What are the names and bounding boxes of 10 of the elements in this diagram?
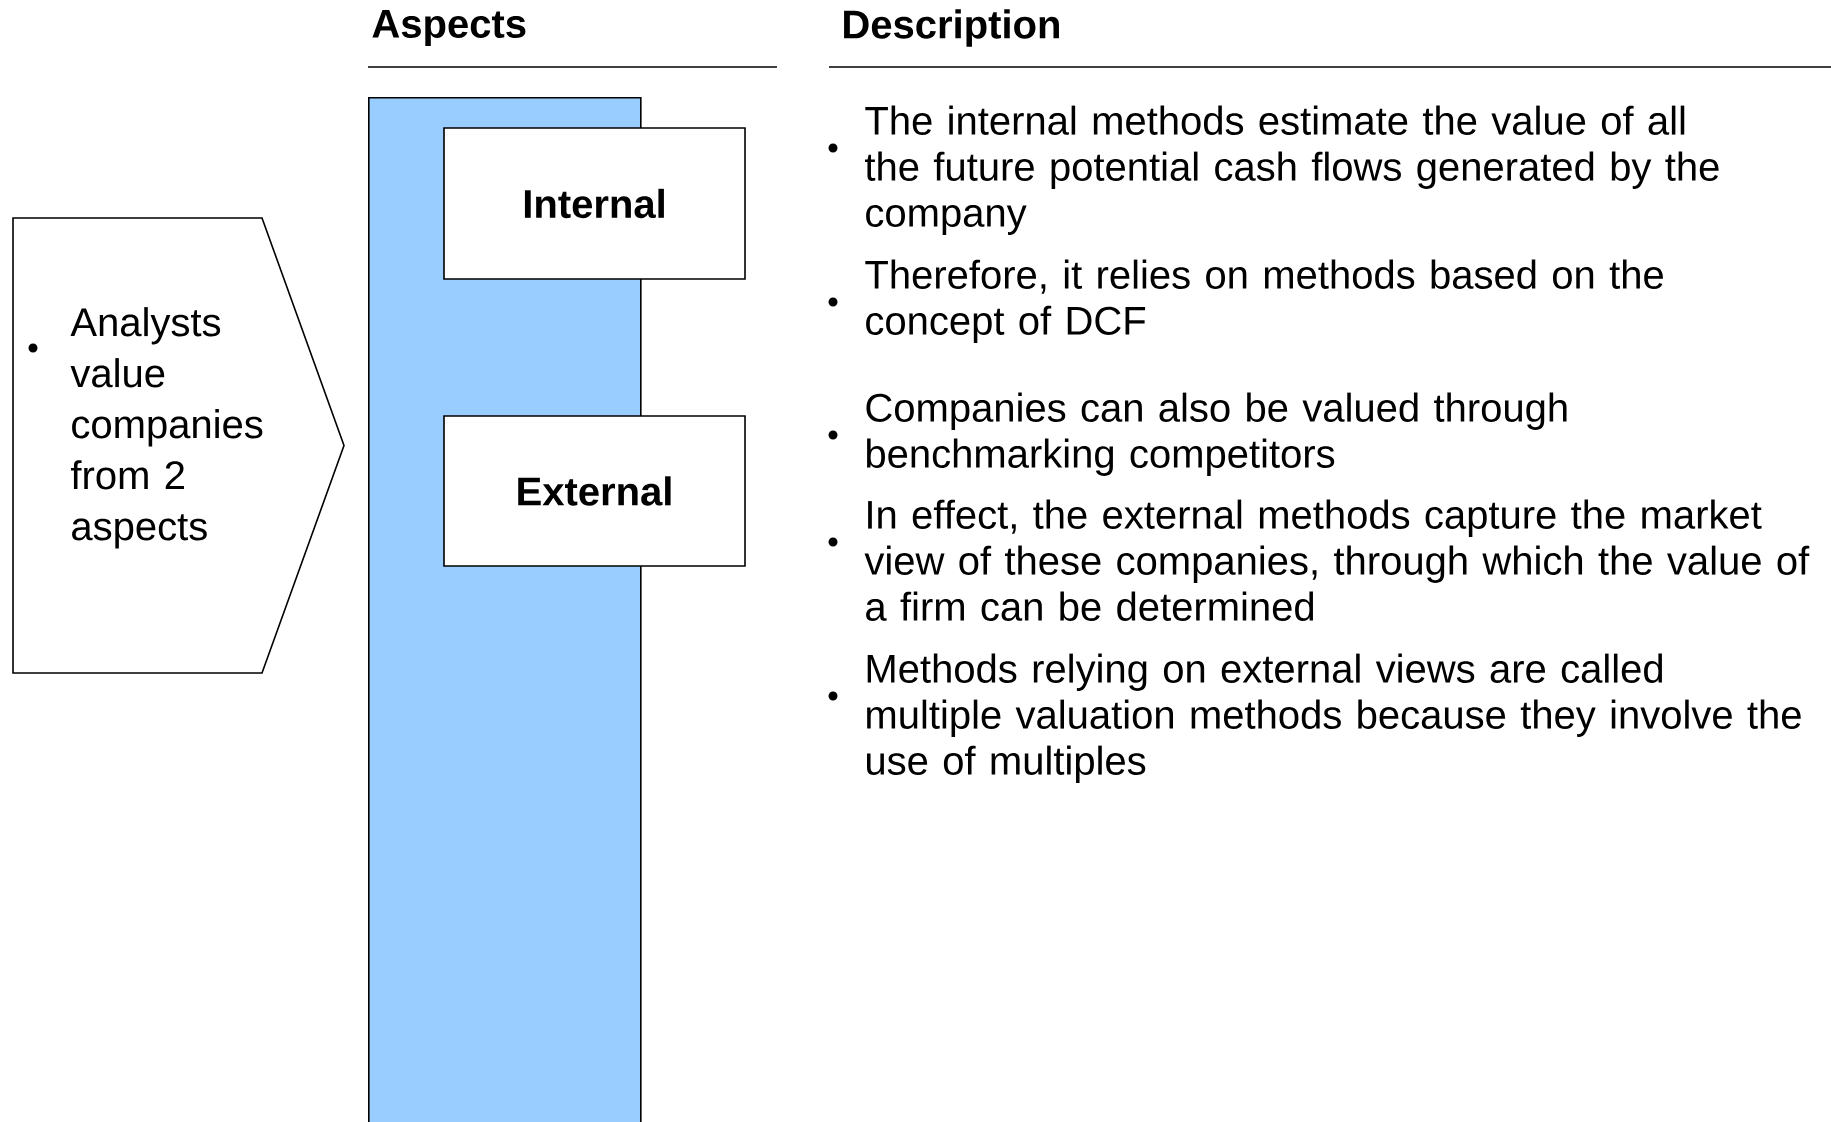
description-text: Methods relying on external views are called multiple valuation methods because they involve the use of multiples [867,653,1801,783]
aspect-box: External [443,415,746,567]
aspect-box: Internal [443,127,746,280]
description-text: Companies can also be valued through benchmarking competitors [866,392,1567,476]
description-text: The internal methods estimate the value of all the future potential cash flows generated by the company [865,105,1719,235]
description-text: In effect, the external methods capture the market view of these companies, through which the value of a firm can be determined [864,499,1810,621]
column-header: Aspects [372,10,526,46]
chevron-box: Analysts value companies from 2 aspects [12,217,345,674]
description-text: Therefore, it relies on methods based on the concept of DCF [865,259,1663,343]
column-header: Description [844,9,1059,47]
